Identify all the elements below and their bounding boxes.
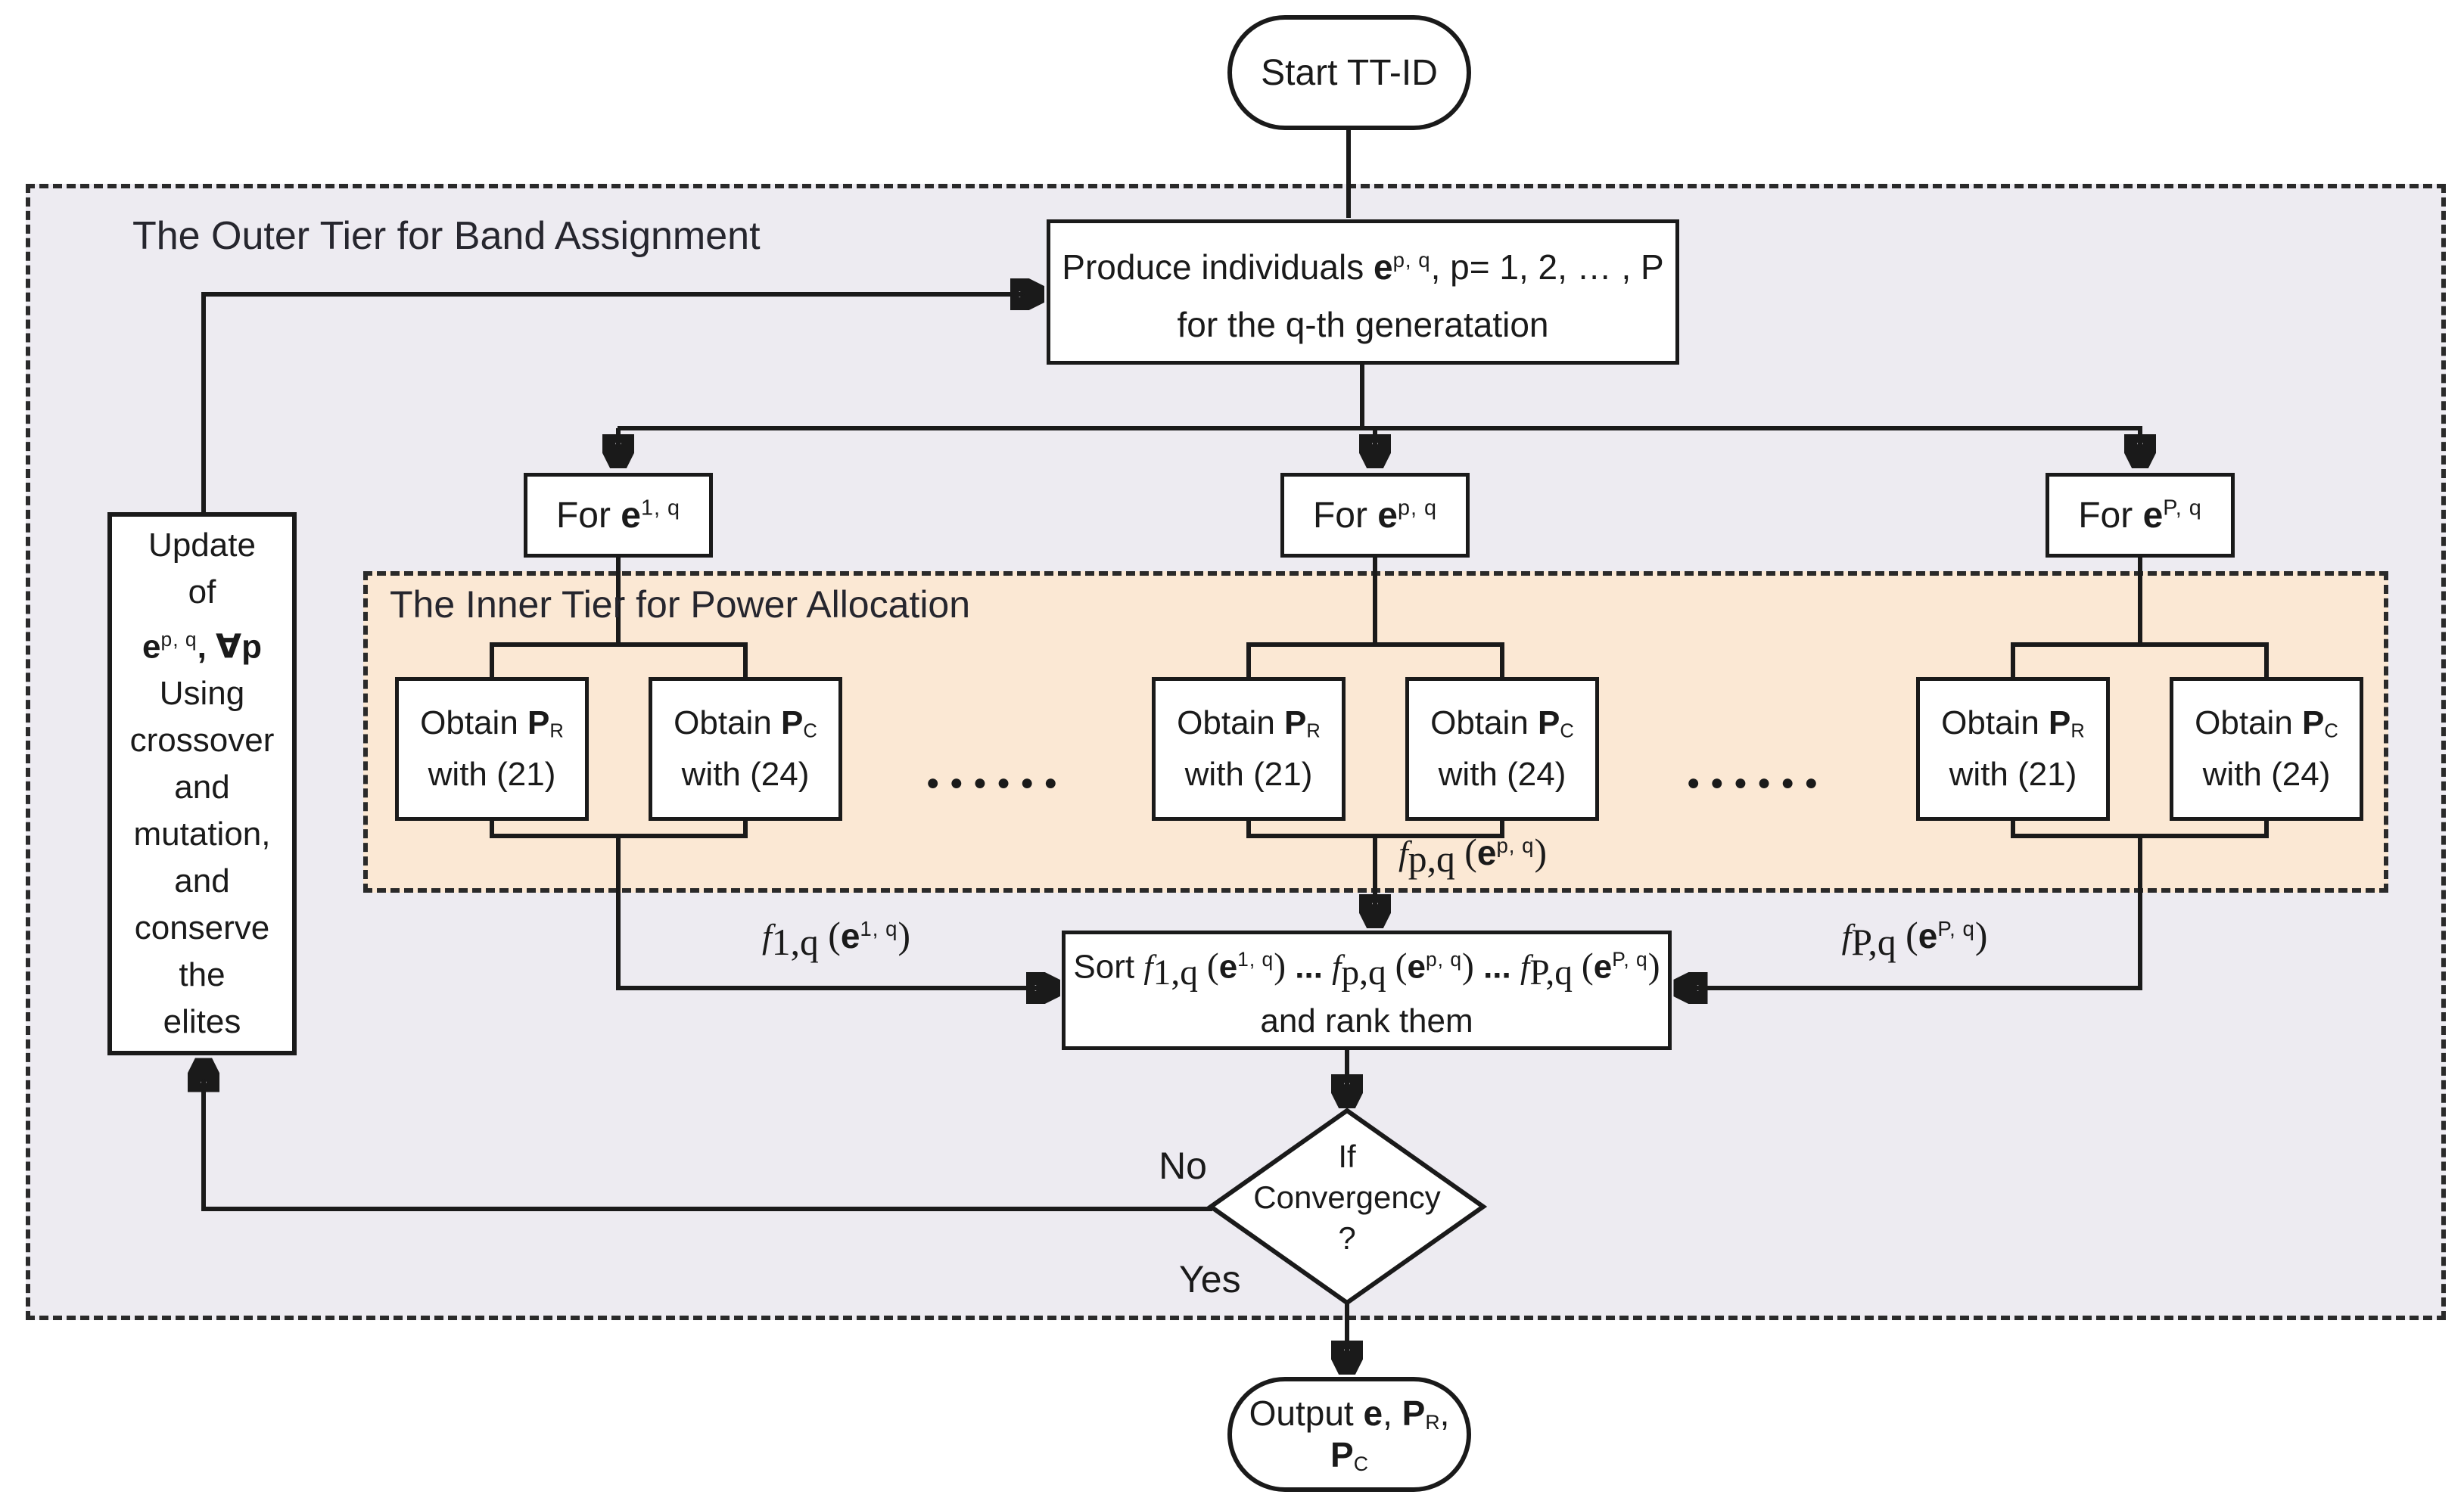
obtain-pc-box: Obtain PC with (24) <box>2170 677 2363 821</box>
e-symbol: e <box>142 628 161 666</box>
e-symbol: e <box>1373 247 1393 287</box>
fitness-label-fpq: fp,q (ep, q) <box>1398 831 1548 880</box>
edge-group-1-to-sort <box>616 834 1055 988</box>
P-subscript: C <box>803 720 817 742</box>
bracket-top-group-1 <box>490 642 748 677</box>
bracket-top-group-P <box>2011 642 2269 677</box>
P-subscript: R <box>549 720 564 742</box>
forall-symbol: ∀p <box>216 628 262 666</box>
e-symbol: e <box>840 916 860 955</box>
e-symbol: e <box>1407 948 1426 986</box>
e-symbol: e <box>1593 948 1613 986</box>
obtain-pc-box: Obtain PC with (24) <box>649 677 842 821</box>
update-line: Using <box>159 675 245 713</box>
ellipsis-dots: ●●●●●● <box>1686 770 1828 795</box>
e-superscript: p, q <box>1398 495 1438 520</box>
obtain-pr-box: Obtain PR with (21) <box>1152 677 1346 821</box>
ellipsis-dots: ●●●●●● <box>926 770 1068 795</box>
for-epq-box: For ep, q <box>1280 473 1470 558</box>
decision-diamond <box>1206 1108 1488 1306</box>
start-terminal: Start TT-ID <box>1227 15 1471 130</box>
P-subscript: R <box>2070 720 2085 742</box>
update-elites-box: Update of ep, q, ∀p Using crossover and … <box>107 512 297 1055</box>
update-line: Update <box>148 526 256 564</box>
convergency-decision: If Convergency ? <box>1253 1139 1441 1256</box>
P-symbol: P <box>1402 1394 1426 1434</box>
P-symbol: P <box>1284 704 1307 741</box>
fitness-label-f1q: f1,q (e1, q) <box>761 915 910 963</box>
produce-line-2: for the q-th generatation <box>1177 304 1549 344</box>
P-symbol: P <box>2049 704 2071 741</box>
inner-tier-title: The Inner Tier for Power Allocation <box>390 583 971 626</box>
edge-group-P-to-sort <box>1678 834 2142 988</box>
e-superscript: 1, q <box>641 495 681 520</box>
update-formula-line: ep, q, ∀p <box>142 627 262 666</box>
e-symbol: e <box>1363 1394 1383 1434</box>
e-superscript: p, q <box>1392 247 1431 272</box>
produce-line-1: Produce individuals ep, q, p= 1, 2, … , … <box>1062 247 1664 287</box>
P-subscript: C <box>1560 720 1574 742</box>
sort-formula-line: Sort f1,q (e1, q) ... fp,q (ep, q) ... f… <box>1073 946 1660 993</box>
e-symbol: e <box>2142 495 2164 536</box>
edge-no-to-update <box>204 1063 1212 1211</box>
P-subscript: C <box>1353 1452 1368 1475</box>
update-line: the <box>179 956 226 994</box>
edge-update-to-produce <box>201 294 1039 512</box>
P-subscript: R <box>1425 1411 1440 1434</box>
e-symbol: e <box>1218 948 1238 986</box>
bracket-top-group-p <box>1246 642 1504 677</box>
P-subscript: R <box>1306 720 1321 742</box>
update-line: and <box>174 862 230 900</box>
update-line: of <box>188 573 216 611</box>
fitness-label-fPq: fP,q (eP, q) <box>1841 915 1988 963</box>
outer-tier-title: The Outer Tier for Band Assignment <box>132 214 761 258</box>
e-superscript: P, q <box>2163 495 2202 520</box>
e-superscript: p, q <box>160 627 198 651</box>
no-branch-label: No <box>1159 1145 1207 1187</box>
bracket-bottom-group-P <box>2011 819 2269 838</box>
bracket-bottom-group-1 <box>490 819 748 838</box>
P-symbol: P <box>1538 704 1560 741</box>
update-line: elites <box>163 1003 241 1041</box>
for-ePq-box: For eP, q <box>2046 473 2235 558</box>
obtain-pc-box: Obtain PC with (24) <box>1405 677 1599 821</box>
P-subscript: C <box>2324 720 2338 742</box>
P-symbol: P <box>527 704 550 741</box>
P-symbol: P <box>2302 704 2325 741</box>
update-line: crossover <box>129 722 275 760</box>
for-e1q-box: For e1, q <box>524 473 713 558</box>
update-line: conserve <box>134 909 270 947</box>
yes-branch-label: Yes <box>1179 1258 1241 1300</box>
start-label: Start TT-ID <box>1261 52 1438 93</box>
e-symbol: e <box>621 495 641 536</box>
sort-rank-box: Sort f1,q (e1, q) ... fp,q (ep, q) ... f… <box>1062 931 1672 1050</box>
update-line: mutation, <box>133 816 271 853</box>
e-symbol: e <box>1377 495 1398 536</box>
obtain-pr-box: Obtain PR with (21) <box>1916 677 2110 821</box>
output-terminal: Output e, PR, PC <box>1227 1377 1471 1492</box>
e-symbol: e <box>1918 916 1938 955</box>
P-symbol: P <box>781 704 804 741</box>
update-line: and <box>174 769 230 806</box>
P-symbol: P <box>1330 1435 1354 1474</box>
obtain-pr-box: Obtain PR with (21) <box>395 677 589 821</box>
sort-line-2: and rank them <box>1260 1002 1473 1039</box>
e-symbol: e <box>1476 833 1497 872</box>
produce-individuals-box: Produce individuals ep, q, p= 1, 2, … , … <box>1047 219 1679 365</box>
